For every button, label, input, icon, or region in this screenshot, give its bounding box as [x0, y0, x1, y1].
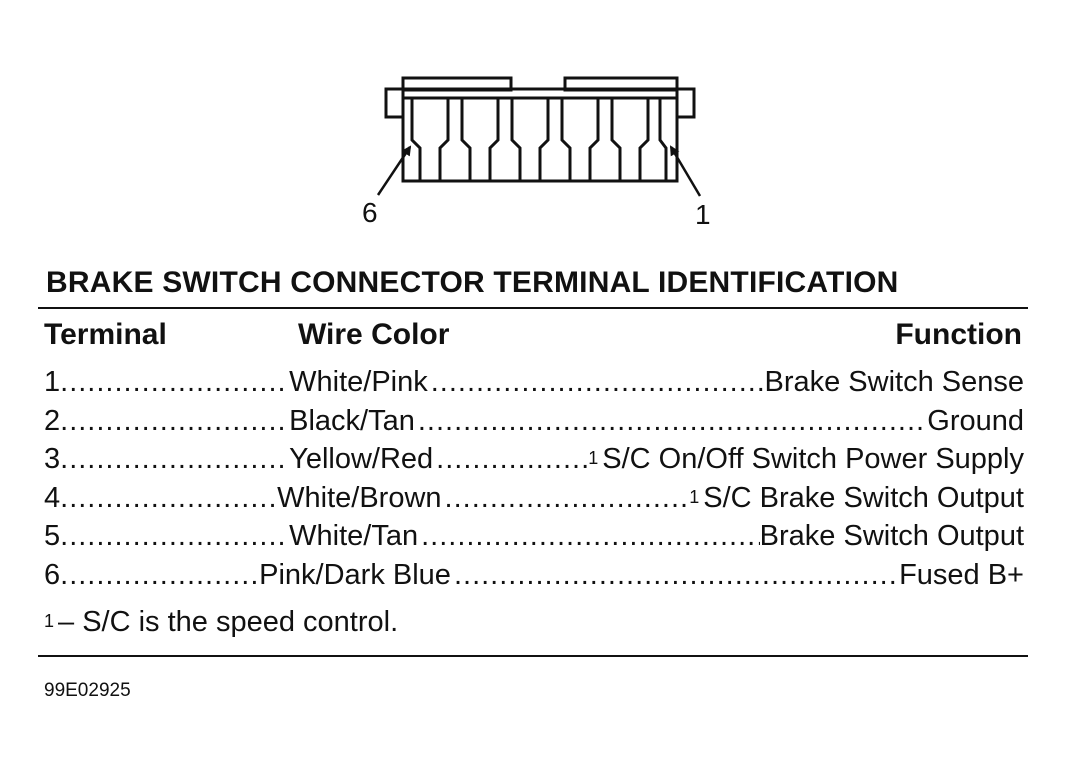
- footnote: 1– S/C is the speed control.: [44, 606, 398, 639]
- pin-6-arrow: [376, 145, 412, 196]
- row-function-text: Brake Switch Sense: [764, 366, 1024, 398]
- footnote-marker: 1: [44, 611, 55, 631]
- row-terminal: 1: [44, 366, 61, 398]
- connector-drawing: 6 1: [362, 76, 711, 230]
- dot-leader: [60, 366, 286, 399]
- row-terminal: 5: [44, 520, 61, 552]
- row-function: Fused B+: [899, 559, 1024, 592]
- footnote-ref: 1: [689, 486, 700, 507]
- dot-leader: [431, 366, 765, 399]
- row-function: Brake Switch Sense: [764, 366, 1024, 399]
- row-function-text: S/C On/Off Switch Power Supply: [602, 443, 1024, 475]
- row-wire-color: White/Tan: [289, 520, 419, 552]
- dot-leader: [60, 405, 286, 438]
- pin-arrows: [376, 145, 702, 197]
- row-terminal: 3: [44, 443, 61, 475]
- pin-1-label: 1: [695, 199, 711, 230]
- row-terminal: 4: [44, 481, 61, 514]
- row-wire-color: White/Pink: [289, 366, 428, 398]
- row-function-text: Brake Switch Output: [759, 520, 1024, 552]
- table-row: 6 Pink/Dark Blue Fused B+: [44, 559, 1024, 595]
- footnote-text: – S/C is the speed control.: [58, 606, 399, 638]
- header-wire-color: Wire Color: [298, 318, 450, 351]
- title-divider: [38, 307, 1028, 309]
- dot-leader: [454, 559, 899, 592]
- dot-leader: [445, 482, 690, 515]
- dot-leader: [60, 482, 274, 515]
- header-terminal: Terminal: [44, 318, 167, 351]
- pin-6-label: 6: [362, 197, 378, 228]
- pin-1-arrow: [669, 145, 702, 197]
- row-function-text: Fused B+: [899, 558, 1024, 591]
- connector-terminals: [410, 98, 668, 181]
- table-row: 2 Black/Tan Ground: [44, 405, 1024, 441]
- table-row: 5 White/Tan Brake Switch Output: [44, 520, 1024, 556]
- row-function-text: Ground: [927, 404, 1024, 437]
- row-wire-color: White/Brown: [277, 481, 442, 514]
- dot-leader: [60, 559, 256, 592]
- dot-leader: [60, 443, 286, 476]
- dot-leader: [418, 405, 927, 438]
- dot-leader: [421, 520, 760, 553]
- row-wire-color: Pink/Dark Blue: [259, 558, 451, 591]
- row-wire-color: Black/Tan: [289, 404, 415, 437]
- row-terminal: 6: [44, 558, 61, 591]
- row-function: Brake Switch Output: [760, 520, 1024, 553]
- table-row: 3 Yellow/Red 1S/C On/Off Switch Power Supp…: [44, 443, 1024, 479]
- dot-leader: [436, 443, 588, 476]
- row-function-text: S/C Brake Switch Output: [703, 481, 1024, 514]
- table-title: BRAKE SWITCH CONNECTOR TERMINAL IDENTIFI…: [46, 266, 899, 299]
- figure-id: 99E02925: [44, 680, 131, 701]
- row-wire-color: Yellow/Red: [289, 443, 434, 475]
- dot-leader: [60, 520, 286, 553]
- footnote-ref: 1: [588, 448, 599, 468]
- bottom-divider: [38, 655, 1028, 657]
- table-row: 4 White/Brown 1S/C Brake Switch Output: [44, 482, 1024, 518]
- row-terminal: 2: [44, 404, 61, 437]
- header-function: Function: [895, 318, 1022, 351]
- row-function: Ground: [927, 405, 1024, 438]
- table-row: 1 White/Pink Brake Switch Sense: [44, 366, 1024, 402]
